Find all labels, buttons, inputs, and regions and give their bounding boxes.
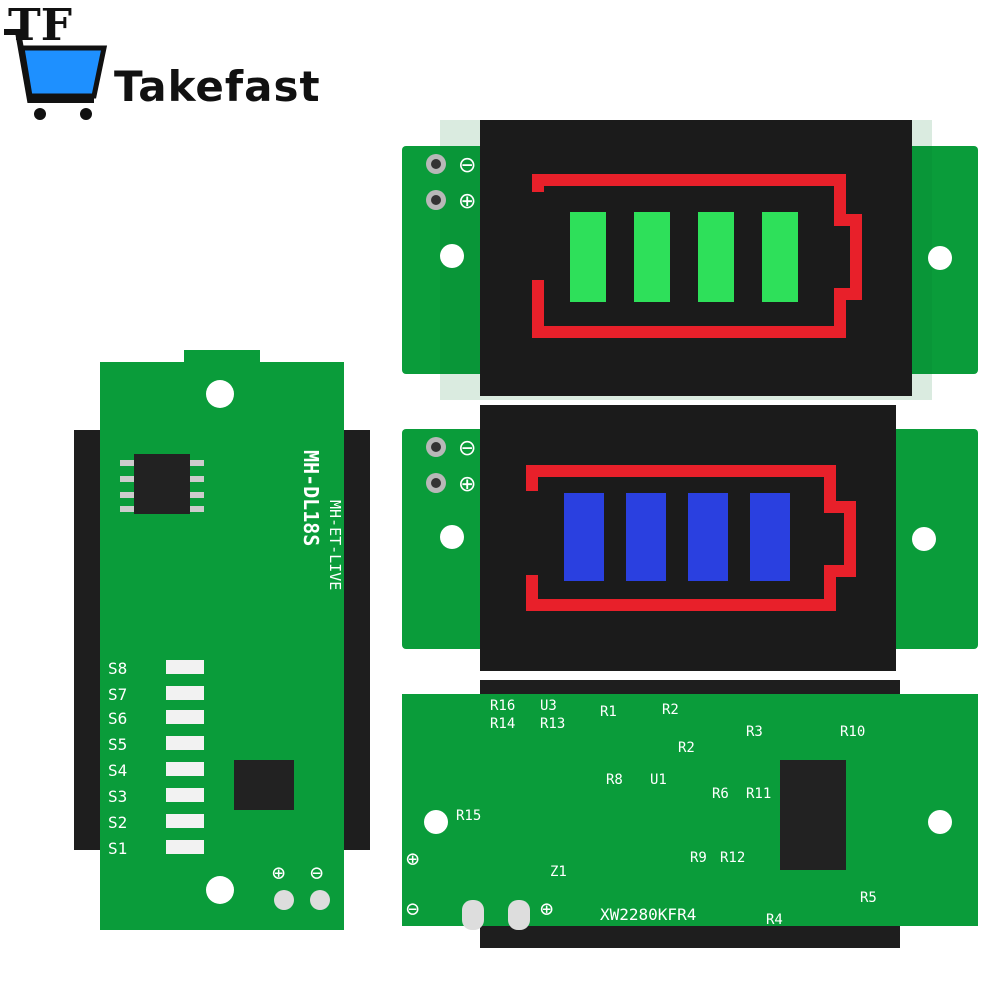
plus-label: ⊕ — [272, 861, 285, 886]
label-r6: R6 — [712, 786, 729, 802]
minus-label: ⊖ — [406, 897, 419, 922]
maker-label: MH-ET-LIVE — [326, 500, 344, 590]
switch-label-s3: S3 — [108, 787, 127, 806]
switch-label-s5: S5 — [108, 735, 127, 754]
label-r15: R15 — [456, 808, 481, 824]
pcb-back-horizontal: R16 U3 R14 R13 R1 R2 R3 R10 R2 R8 U1 R6 … — [400, 680, 980, 950]
segment-green-2 — [634, 212, 670, 302]
brand-logo: TF — [0, 0, 112, 125]
label-r11: R11 — [746, 786, 771, 802]
switch-label-s1: S1 — [108, 839, 127, 858]
label-r2b: R2 — [678, 740, 695, 756]
switch-label-s6: S6 — [108, 709, 127, 728]
label-r2: R2 — [662, 702, 679, 718]
label-r16: R16 — [490, 698, 515, 714]
label-r12: R12 — [720, 850, 745, 866]
brand-name: Takefast — [114, 62, 321, 111]
label-u3: U3 — [540, 698, 557, 714]
switch-label-s8: S8 — [108, 659, 127, 678]
plus-label: ⊕ — [458, 189, 476, 214]
label-r9: R9 — [690, 850, 707, 866]
label-z1: Z1 — [550, 864, 567, 880]
battery-display-green: ⊖ ⊕ — [400, 120, 980, 400]
segment-green-3 — [698, 212, 734, 302]
controller-chip — [780, 760, 846, 870]
label-r1: R1 — [600, 704, 617, 720]
label-r14: R14 — [490, 716, 515, 732]
model-label: MH-DL18S — [299, 450, 323, 546]
plus-label-2: ⊕ — [540, 897, 553, 922]
plus-label: ⊕ — [406, 847, 419, 872]
segment-blue-4 — [750, 493, 790, 581]
segment-green-4 — [762, 212, 798, 302]
label-r8: R8 — [606, 772, 623, 788]
minus-label: ⊖ — [458, 153, 476, 178]
segment-blue-3 — [688, 493, 728, 581]
segment-green-1 — [570, 212, 606, 302]
label-r10: R10 — [840, 724, 865, 740]
label-r3: R3 — [746, 724, 763, 740]
label-r4: R4 — [766, 912, 783, 928]
battery-display-blue: ⊖ ⊕ — [400, 405, 980, 673]
pcb-back-vertical: MH-DL18S MH-ET-LIVE S8 S7 S6 S5 S4 S3 S2… — [74, 350, 370, 930]
label-r13: R13 — [540, 716, 565, 732]
segment-blue-1 — [564, 493, 604, 581]
minus-label: ⊖ — [458, 436, 476, 461]
segment-blue-2 — [626, 493, 666, 581]
shopping-cart-icon: TF — [4, 0, 108, 120]
chip-label: XW2280KFR4 — [600, 905, 696, 924]
switch-label-s4: S4 — [108, 761, 127, 780]
switch-label-s2: S2 — [108, 813, 127, 832]
minus-label: ⊖ — [310, 861, 323, 886]
switch-label-s7: S7 — [108, 685, 127, 704]
label-r5: R5 — [860, 890, 877, 906]
plus-label: ⊕ — [458, 472, 476, 497]
label-u1: U1 — [650, 772, 667, 788]
